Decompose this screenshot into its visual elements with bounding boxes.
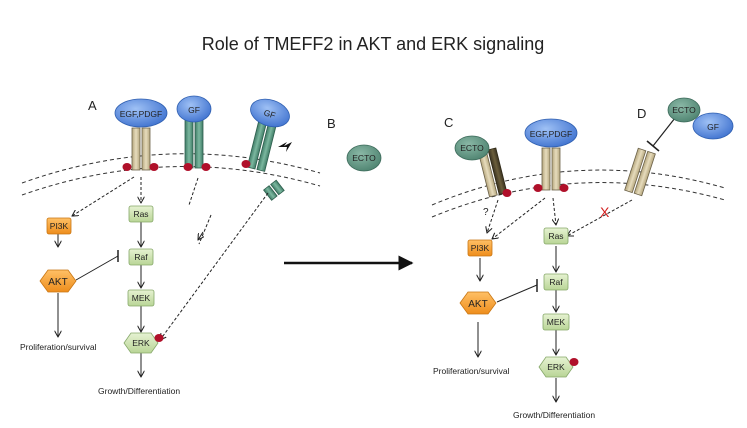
akt-node-right: AKT xyxy=(459,291,497,315)
tmeff2-receptor xyxy=(477,147,508,198)
gf-receptor-shed xyxy=(246,120,277,172)
erk-label-left: ERK xyxy=(132,338,150,348)
raf-label-left: Raf xyxy=(134,252,148,262)
phospho-site xyxy=(241,160,251,168)
ras-label-left: Ras xyxy=(133,209,148,219)
raf-node-right: Raf xyxy=(543,273,569,291)
question-mark: ? xyxy=(483,207,489,218)
panel-label-b: B xyxy=(327,116,336,131)
diagram-title: Role of TMEFF2 in AKT and ERK signaling xyxy=(202,34,545,54)
pi3k-label-right: PI3K xyxy=(471,243,490,253)
gf-ligand-right: GF xyxy=(692,112,734,140)
panel-label-a: A xyxy=(88,98,97,113)
panel-label-d: D xyxy=(637,106,646,121)
egf-pdgf-label-right: EGF,PDGF xyxy=(530,129,573,139)
ecto-soluble-left: ECTO xyxy=(346,144,382,172)
egf-pdgf-receptor-right xyxy=(533,147,569,192)
ecto-free-label: ECTO xyxy=(672,105,696,115)
egf-pdgf-receptor-left xyxy=(122,127,159,171)
blocked-x: X xyxy=(600,204,610,220)
gf-ligand-left-2: GF xyxy=(250,98,290,128)
pi3k-node-left: PI3K xyxy=(46,217,72,235)
ras-node-right: Ras xyxy=(543,227,569,245)
inhibited-receptor xyxy=(624,147,656,197)
ecto-inhibitor-line xyxy=(646,117,676,152)
cleavage-lightning-icon xyxy=(278,142,292,152)
mek-label-left: MEK xyxy=(132,293,151,303)
erk-label-right: ERK xyxy=(547,362,565,372)
gf-label-left-2: GF xyxy=(263,107,277,120)
ras-label-right: Ras xyxy=(548,231,563,241)
ecto-label-left: ECTO xyxy=(352,153,376,163)
pi3k-node-right: PI3K xyxy=(467,239,493,257)
egf-pdgf-ligand-left: EGF,PDGF xyxy=(114,98,168,128)
pi3k-label-left: PI3K xyxy=(50,221,69,231)
raf-label-right: Raf xyxy=(549,277,563,287)
ecto-receptor-label: ECTO xyxy=(460,143,484,153)
proliferation-label-left: Proliferation/survival xyxy=(20,342,97,352)
growth-label-left: Growth/Differentiation xyxy=(98,386,180,396)
left-pathway-arrows xyxy=(58,176,269,377)
mek-label-right: MEK xyxy=(547,317,566,327)
mek-node-left: MEK xyxy=(127,289,155,307)
mek-node-right: MEK xyxy=(542,313,570,331)
egf-pdgf-ligand-right: EGF,PDGF xyxy=(524,118,578,148)
akt-label-right: AKT xyxy=(468,299,487,310)
raf-node-left: Raf xyxy=(128,248,154,266)
akt-node-left: AKT xyxy=(39,269,77,293)
gf-label-right: GF xyxy=(707,122,719,132)
erk-node-left: ERK xyxy=(123,332,164,354)
gf-receptor-left xyxy=(183,119,211,171)
ecto-soluble-right: ECTO xyxy=(667,97,701,123)
right-membrane xyxy=(431,169,726,218)
panel-label-c: C xyxy=(444,115,453,130)
erk-node-right: ERK xyxy=(538,356,579,378)
proliferation-label-right: Proliferation/survival xyxy=(433,366,510,376)
shed-ecto-fragment xyxy=(263,179,285,201)
gf-label-left-1: GF xyxy=(188,105,200,115)
growth-label-right: Growth/Differentiation xyxy=(513,410,595,420)
akt-label-left: AKT xyxy=(48,277,67,288)
ecto-domain-right: ECTO xyxy=(454,135,490,161)
right-pathway-arrows xyxy=(478,197,633,402)
phospho-site xyxy=(502,189,512,197)
ras-node-left: Ras xyxy=(128,205,154,223)
gf-ligand-left: GF xyxy=(176,95,212,123)
egf-pdgf-label-left: EGF,PDGF xyxy=(120,109,163,119)
